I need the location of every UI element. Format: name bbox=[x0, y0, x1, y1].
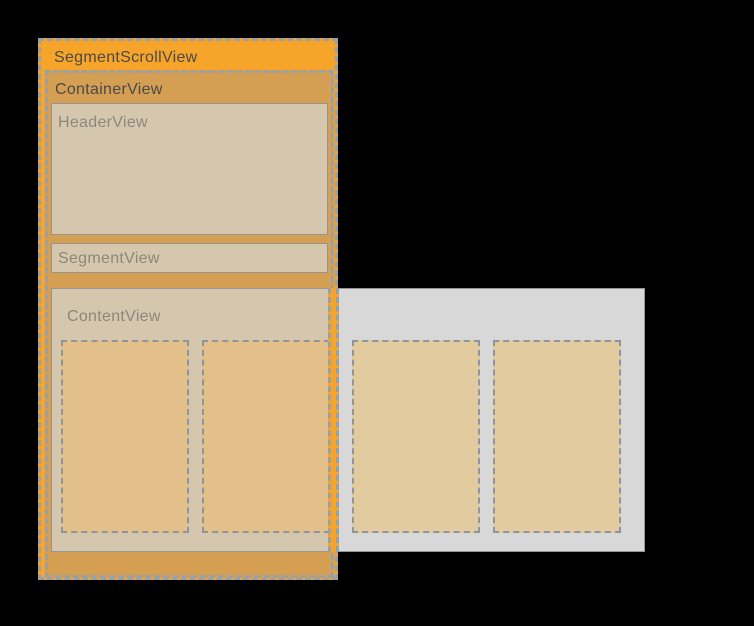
segment-scroll-view-label: SegmentScrollView bbox=[54, 49, 198, 66]
container-right-border-overlay bbox=[328, 288, 339, 552]
content-cell-1 bbox=[61, 340, 189, 533]
container-view-label: ContainerView bbox=[55, 81, 163, 98]
content-cell-4 bbox=[493, 340, 621, 533]
content-cell-2 bbox=[202, 340, 330, 533]
content-cell-3 bbox=[352, 340, 480, 533]
content-view-box: ContentView bbox=[51, 288, 645, 552]
header-view-box: HeaderView bbox=[51, 103, 328, 235]
segment-view-label: SegmentView bbox=[58, 250, 160, 267]
header-view-label: HeaderView bbox=[58, 114, 148, 131]
content-view-label: ContentView bbox=[67, 308, 161, 325]
segment-view-box: SegmentView bbox=[51, 243, 328, 273]
